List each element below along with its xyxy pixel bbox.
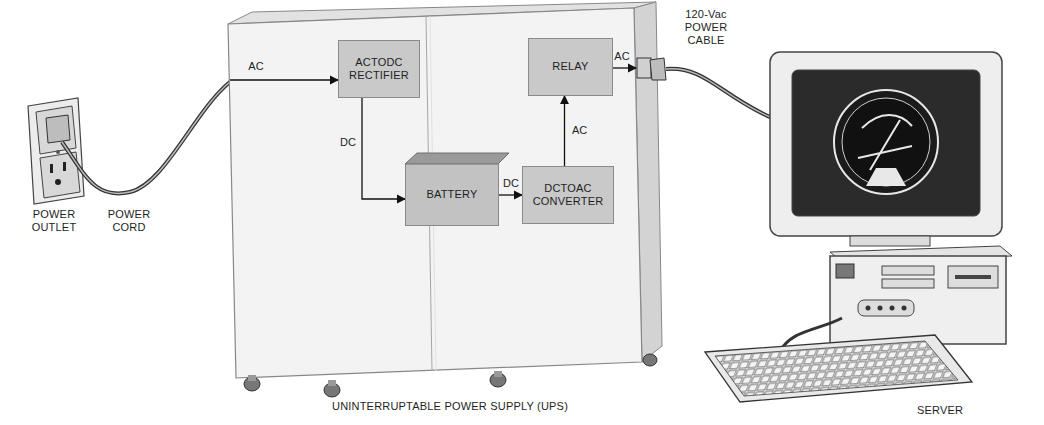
flow-arrow bbox=[564, 96, 565, 166]
box-text: BATTERY bbox=[426, 188, 477, 201]
box-text: ACTODC RECTIFIER bbox=[345, 56, 413, 82]
output-ac-arrow bbox=[613, 67, 636, 68]
flow-arrow bbox=[362, 98, 405, 199]
part-label: POWER CORD bbox=[98, 208, 160, 234]
server-tower bbox=[830, 246, 1012, 344]
power-cable-highlight bbox=[666, 69, 772, 118]
ups-cabinet bbox=[228, 2, 662, 397]
input-ac-arrow bbox=[230, 79, 338, 80]
part-label: POWER OUTLET bbox=[16, 208, 92, 234]
rectifier-box: ACTODC RECTIFIER bbox=[338, 40, 420, 98]
power-outlet bbox=[28, 98, 84, 204]
box-text: DCTOAC CONVERTER bbox=[529, 182, 607, 208]
power-cord bbox=[62, 82, 230, 194]
converter-box: DCTOAC CONVERTER bbox=[522, 166, 614, 224]
power-cable bbox=[666, 69, 772, 118]
flow-arrow bbox=[499, 194, 522, 195]
signal-label: AC bbox=[604, 50, 640, 63]
battery-box: BATTERY bbox=[405, 164, 499, 226]
box-text: RELAY bbox=[552, 60, 588, 73]
ups-receptacle bbox=[637, 58, 666, 80]
part-label: 120-Vac POWER CABLE bbox=[668, 8, 744, 48]
caption-label: UNINTERRUPTABLE POWER SUPPLY (UPS) bbox=[250, 400, 650, 413]
part-label: SERVER bbox=[900, 404, 980, 417]
signal-label: AC bbox=[570, 124, 589, 137]
battery-top bbox=[405, 153, 509, 165]
signal-label: DC bbox=[338, 136, 358, 149]
signal-label: AC bbox=[238, 60, 274, 73]
relay-box: RELAY bbox=[528, 38, 613, 96]
signal-label: DC bbox=[501, 177, 521, 190]
server-monitor bbox=[770, 52, 1002, 246]
power-cord-highlight bbox=[62, 82, 230, 194]
server-keyboard bbox=[705, 318, 972, 402]
